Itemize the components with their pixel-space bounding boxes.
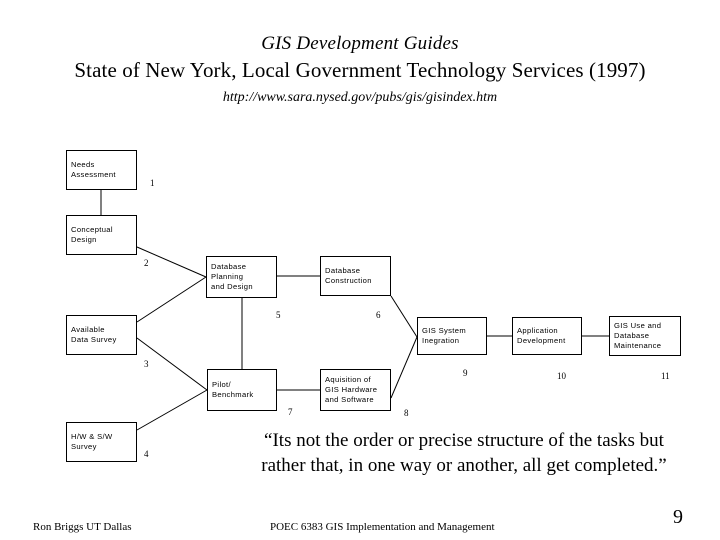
step-number-11: 11 bbox=[661, 371, 670, 381]
step-number-2: 2 bbox=[144, 258, 149, 268]
node-application-development[interactable]: Application Development bbox=[512, 317, 582, 355]
step-number-7: 7 bbox=[288, 407, 293, 417]
node-acquisition-hw-sw[interactable]: Aquisition of GIS Hardware and Software bbox=[320, 369, 391, 411]
quote-text: “Its not the order or precise structure … bbox=[261, 430, 667, 476]
node-database-planning[interactable]: Database Planning and Design bbox=[206, 256, 277, 298]
step-number-5: 5 bbox=[276, 310, 281, 320]
title-line-2: State of New York, Local Government Tech… bbox=[74, 58, 646, 82]
node-conceptual-design[interactable]: Conceptual Design bbox=[66, 215, 137, 255]
step-number-9: 9 bbox=[463, 368, 468, 378]
step-number-8: 8 bbox=[404, 408, 409, 418]
connector-dbconstruction-to-integration bbox=[390, 295, 418, 338]
connector-conceptual-to-dbplanning bbox=[136, 246, 207, 278]
node-pilot-benchmark[interactable]: Pilot/ Benchmark bbox=[207, 369, 277, 411]
page-number: 9 bbox=[673, 506, 683, 528]
title-block: GIS Development Guides State of New York… bbox=[0, 32, 720, 109]
node-hw-sw-survey[interactable]: H/W & S/W Survey bbox=[66, 422, 137, 462]
step-number-1: 1 bbox=[150, 178, 155, 188]
node-database-construction[interactable]: Database Construction bbox=[320, 256, 391, 296]
step-number-6: 6 bbox=[376, 310, 381, 320]
connector-availabledata-to-dbplanning bbox=[136, 276, 207, 323]
title-line-1: GIS Development Guides bbox=[261, 33, 459, 54]
node-needs-assessment[interactable]: Needs Assessment bbox=[66, 150, 137, 190]
connector-hwsw-to-pilot bbox=[136, 389, 208, 431]
node-gis-system-integration[interactable]: GIS System Inegration bbox=[417, 317, 487, 355]
connector-acquisition-to-integration bbox=[390, 336, 418, 399]
source-url: http://www.sara.nysed.gov/pubs/gis/gisin… bbox=[222, 90, 498, 105]
node-available-data-survey[interactable]: Available Data Survey bbox=[66, 315, 137, 355]
step-number-3: 3 bbox=[144, 359, 149, 369]
footer-course: POEC 6383 GIS Implementation and Managem… bbox=[270, 521, 495, 533]
connector-availabledata-to-pilot bbox=[136, 337, 208, 391]
step-number-10: 10 bbox=[557, 371, 566, 381]
step-number-4: 4 bbox=[144, 449, 149, 459]
node-gis-use-maintenance[interactable]: GIS Use and Database Maintenance bbox=[609, 316, 681, 356]
footer-author: Ron Briggs UT Dallas bbox=[33, 521, 132, 533]
